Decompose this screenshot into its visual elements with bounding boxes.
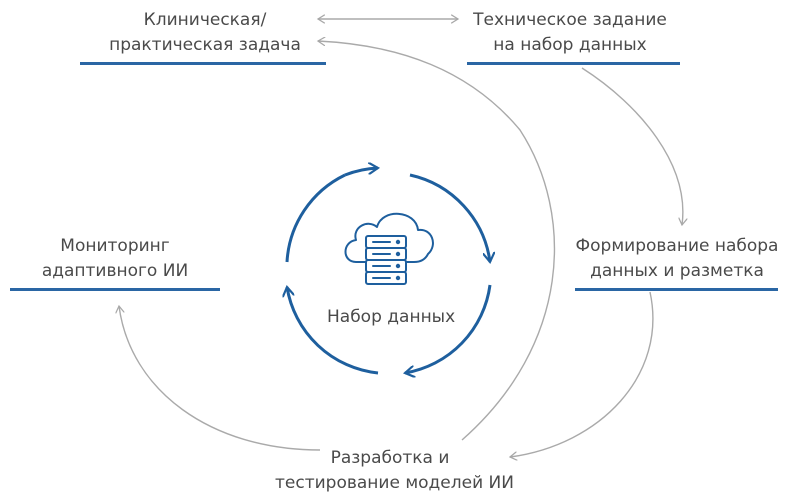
arrow-techspec-formation	[581, 67, 683, 225]
node-monitoring-line2: адаптивного ИИ	[41, 261, 189, 281]
cloud-database-icon	[344, 212, 434, 285]
node-tech-spec: Техническое задание на набор данных	[455, 8, 685, 58]
node-tech-spec-line2: на набор данных	[493, 35, 647, 55]
node-monitoring: Мониторинг адаптивного ИИ	[20, 234, 210, 284]
node-clinical-task-line2: практическая задача	[109, 35, 301, 55]
node-dataset-formation-line1: Формирование набора	[575, 236, 779, 256]
cycle-arrow-bottom-right	[405, 284, 492, 373]
arrow-development-clinical	[318, 41, 556, 441]
node-development: Разработка и тестирование моделей ИИ	[275, 446, 514, 496]
node-tech-spec-line1: Техническое задание	[473, 10, 667, 30]
node-development-line1: Разработка и	[330, 448, 450, 468]
underline-clinical-task	[80, 62, 326, 65]
node-development-line2: тестирование моделей ИИ	[275, 473, 514, 493]
underline-tech-spec	[467, 62, 680, 65]
node-clinical-task: Клиническая/ практическая задача	[92, 8, 318, 58]
arrow-development-monitoring	[119, 306, 321, 451]
center-dataset-label: Набор данных	[327, 307, 456, 327]
cycle-arrow-right	[409, 173, 490, 262]
node-dataset-formation: Формирование набора данных и разметка	[572, 234, 782, 284]
node-dataset-formation-line2: данных и разметка	[590, 261, 764, 281]
dataset-cycle	[287, 168, 490, 373]
node-clinical-task-line1: Клиническая/	[143, 10, 267, 30]
cycle-arrow-left	[285, 173, 346, 263]
underline-monitoring	[10, 288, 220, 291]
node-monitoring-line1: Мониторинг	[60, 236, 170, 256]
cycle-arrow-bottom-left	[287, 287, 379, 375]
cycle-arrow-top-right	[344, 168, 378, 177]
underline-dataset-formation	[575, 288, 778, 291]
arrow-formation-development	[510, 291, 654, 457]
